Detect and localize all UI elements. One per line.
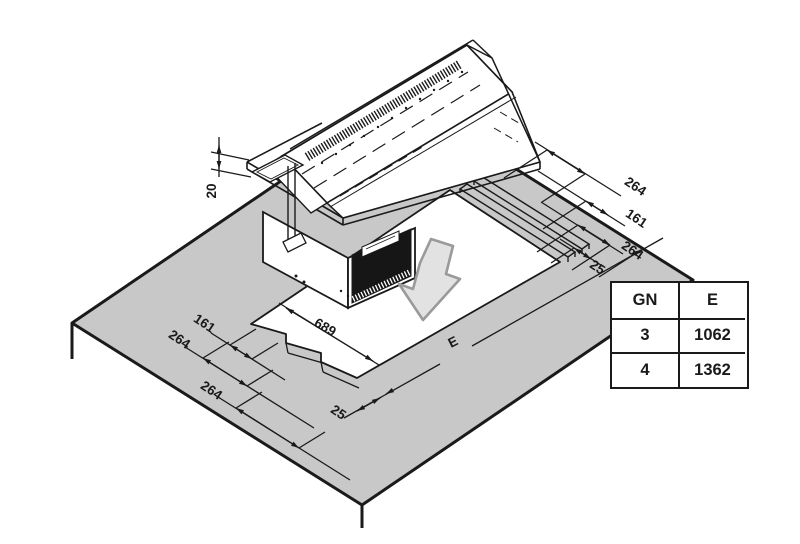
label-text-line <box>365 235 396 250</box>
insertion-arrow <box>397 237 462 322</box>
step-wall-line <box>322 371 360 389</box>
top-back-edge <box>289 39 474 150</box>
well-opening-and-post <box>250 154 307 253</box>
dim-right-chain <box>503 141 626 271</box>
glass-dash-line <box>301 71 469 175</box>
appliance-base <box>262 210 416 310</box>
dimension-annotations <box>184 137 664 481</box>
rating-label-plate <box>361 230 400 258</box>
table-header-e: E <box>678 283 745 318</box>
dim-label-right-264a: 264 <box>622 174 649 199</box>
step-wall-riser <box>320 361 324 373</box>
table-cell-gn4: 4 <box>612 352 678 387</box>
screw-dot <box>346 294 350 298</box>
table-cell-e1062: 1062 <box>678 317 745 352</box>
table-cell-gn3: 3 <box>612 317 678 352</box>
screw-dot <box>339 289 343 293</box>
glass-dash-line <box>313 84 481 189</box>
post-foot <box>282 232 307 253</box>
down-arrow-icon <box>397 237 462 322</box>
band-frame-line <box>329 96 517 208</box>
grill-fins <box>351 269 412 302</box>
dim-e-chain <box>343 237 664 419</box>
screw-dot <box>294 274 298 278</box>
vent-slot-band <box>304 60 463 161</box>
right-end-dash <box>493 111 525 143</box>
table-cell-e1362: 1362 <box>678 352 745 387</box>
screw-dot <box>302 280 306 284</box>
dim-689 <box>278 302 380 366</box>
gn-size-table: GN E 3 1062 4 1362 <box>610 281 749 389</box>
top-right-cap <box>472 39 493 59</box>
dim-label-right-161: 161 <box>623 206 650 231</box>
well-opening-inner <box>256 157 299 180</box>
table-header-gn: GN <box>612 283 678 318</box>
case-right-end <box>466 44 541 163</box>
dim-label-rim-height: 20 <box>204 183 219 198</box>
dim-rim-height <box>210 137 252 178</box>
appliance-unit <box>246 39 542 310</box>
dim-left-chain <box>184 328 351 481</box>
well-opening <box>250 154 305 183</box>
